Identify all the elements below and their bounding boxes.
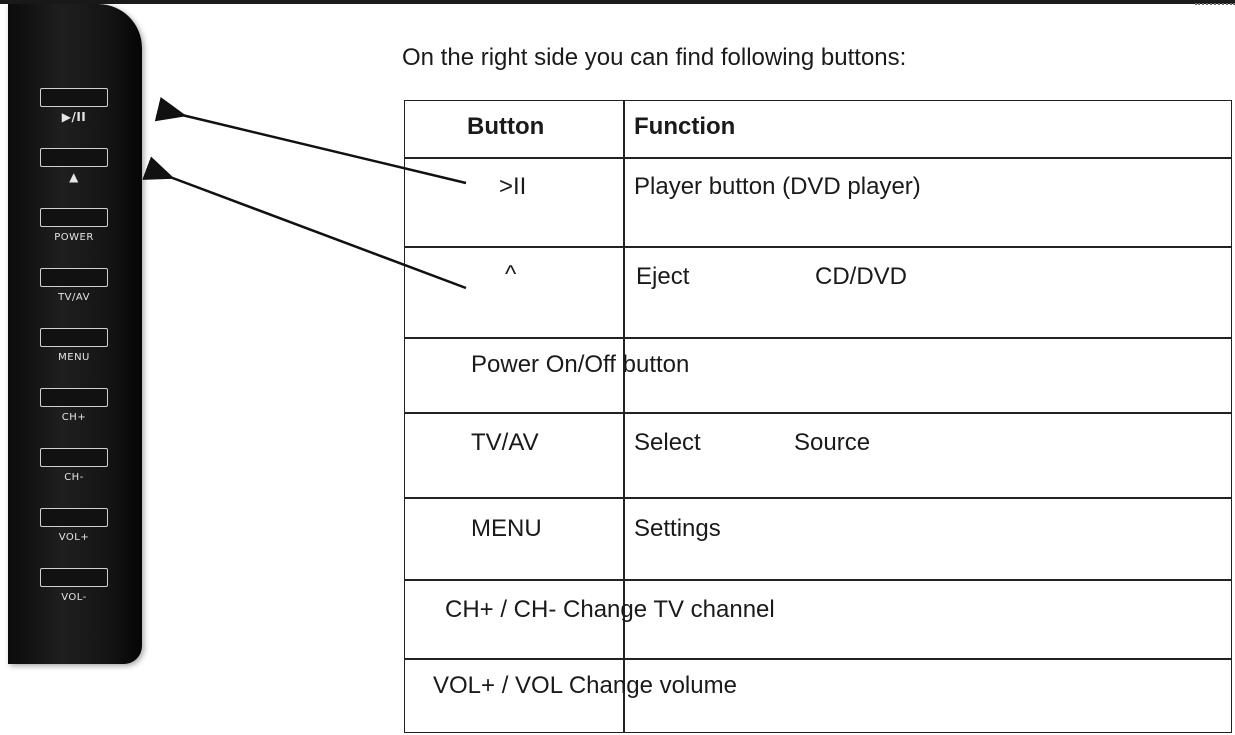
header-function: Function: [634, 113, 736, 140]
row-divider: [405, 412, 1231, 414]
row-function: Eject: [636, 263, 690, 290]
row-button: ^: [505, 261, 517, 288]
row-button: MENU: [471, 515, 542, 542]
intro-text: On the right side you can find following…: [402, 44, 907, 71]
top-rule-dots: [1195, 3, 1235, 9]
arrow-play-pause: [154, 97, 467, 185]
button-function-table: Button Function >II Player button (DVD p…: [404, 100, 1232, 733]
row-divider: [405, 246, 1231, 248]
panel-button-ch-plus: [40, 388, 108, 407]
row-button: >II: [499, 173, 527, 200]
row-button: CH+ / CH- Change TV channel: [445, 596, 775, 623]
row-function: Select: [634, 429, 701, 456]
header-button: Button: [467, 113, 545, 140]
panel-label-vol-minus: VOL-: [61, 592, 87, 603]
column-divider: [623, 101, 625, 732]
panel-label-vol-plus: VOL+: [58, 532, 90, 543]
row-function-extra: CD/DVD: [815, 263, 908, 290]
device-side-panel: ▶/II ▲ POWER TV/AV MENU CH+ CH- VOL+ VOL…: [8, 4, 142, 664]
row-button: TV/AV: [471, 429, 539, 456]
panel-button-vol-minus: [40, 568, 108, 587]
panel-button-ch-minus: [40, 448, 108, 467]
panel-label-power: POWER: [54, 232, 94, 243]
panel-button-tvav: [40, 268, 108, 287]
row-divider: [405, 337, 1231, 339]
row-button: VOL+ / VOL Change volume: [433, 672, 737, 699]
panel-button-vol-plus: [40, 508, 108, 527]
row-function: Player button (DVD player): [634, 173, 921, 200]
row-function-extra: Source: [794, 429, 871, 456]
row-divider: [405, 157, 1231, 159]
panel-button-power: [40, 208, 108, 227]
row-divider: [405, 658, 1231, 660]
row-button: Power On/Off button: [471, 351, 690, 378]
row-divider: [405, 497, 1231, 499]
panel-label-ch-minus: CH-: [64, 472, 84, 483]
panel-label-play-pause: ▶/II: [61, 110, 87, 124]
panel-button-menu: [40, 328, 108, 347]
row-divider: [405, 579, 1231, 581]
panel-button-play-pause: [40, 88, 108, 107]
row-function: Settings: [634, 515, 721, 542]
panel-label-ch-plus: CH+: [61, 412, 87, 423]
panel-button-eject: [40, 148, 108, 167]
top-rule: [0, 0, 1235, 4]
panel-label-eject: ▲: [69, 170, 79, 184]
panel-label-menu: MENU: [58, 352, 90, 363]
arrow-eject: [142, 156, 467, 290]
panel-label-tvav: TV/AV: [58, 292, 90, 303]
